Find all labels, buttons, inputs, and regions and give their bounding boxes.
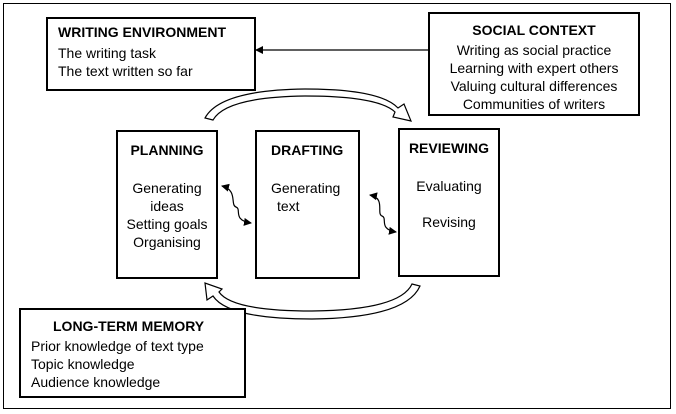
reviewing-line: Evaluating <box>416 178 482 194</box>
social-context-title: SOCIAL CONTEXT <box>472 22 596 38</box>
long-term-memory-line: Prior knowledge of text type <box>31 338 204 354</box>
drafting-line: text <box>277 198 300 214</box>
reviewing-line: Revising <box>422 214 476 230</box>
long-term-memory-line: Audience knowledge <box>31 374 161 390</box>
social-context-box: SOCIAL CONTEXT Writing as social practic… <box>428 12 640 116</box>
planning-box: PLANNING Generating ideas Setting goals … <box>116 130 218 279</box>
top-cycle-arrow <box>204 88 412 122</box>
planning-drafting-arrow <box>221 183 252 226</box>
drafting-box: DRAFTING Generating text <box>255 130 360 279</box>
social-context-line: Learning with expert others <box>449 60 619 76</box>
writing-environment-box: WRITING ENVIRONMENT The writing task The… <box>46 17 256 91</box>
planning-title: PLANNING <box>130 142 204 158</box>
planning-line: ideas <box>150 198 184 214</box>
long-term-memory-line: Topic knowledge <box>31 356 135 372</box>
writing-environment-line: The writing task <box>58 45 157 61</box>
diagram-frame <box>3 3 671 409</box>
long-term-memory-title: LONG-TERM MEMORY <box>53 318 205 334</box>
drafting-title: DRAFTING <box>271 142 344 158</box>
social-context-line: Valuing cultural differences <box>450 78 618 94</box>
reviewing-title: REVIEWING <box>408 140 490 156</box>
planning-line: Generating <box>132 180 202 196</box>
reviewing-box: REVIEWING Evaluating Revising <box>398 128 500 277</box>
writing-environment-title: WRITING ENVIRONMENT <box>58 24 226 40</box>
planning-line: Setting goals <box>126 216 208 232</box>
social-context-line: Writing as social practice <box>456 42 612 58</box>
social-context-line: Communities of writers <box>462 96 606 112</box>
drafting-line: Generating <box>271 180 341 196</box>
bottom-cycle-arrow <box>204 282 421 320</box>
long-term-memory-box: LONG-TERM MEMORY Prior knowledge of text… <box>19 308 246 398</box>
drafting-reviewing-arrow <box>369 192 397 235</box>
planning-line: Organising <box>133 234 201 250</box>
writing-environment-line: The text written so far <box>58 63 193 79</box>
